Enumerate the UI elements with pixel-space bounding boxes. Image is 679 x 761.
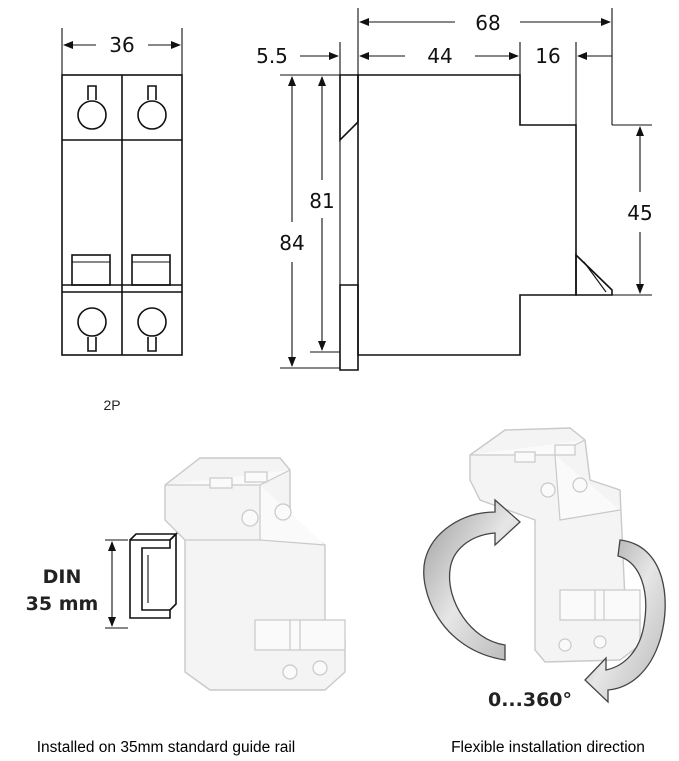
din-label-line2: 35 mm: [26, 593, 99, 615]
screw-hole-icon: [77, 307, 107, 352]
rotation-caption: Flexible installation direction: [451, 739, 645, 756]
body-depth-dim: 44: [427, 44, 452, 68]
screw-hole-icon: [137, 85, 167, 130]
din-caption: Installed on 35mm standard guide rail: [37, 739, 295, 756]
front-depth-dim: 16: [535, 44, 560, 68]
total-depth-dim: 68: [475, 11, 500, 35]
din-rail-illustration: DIN 35 mm: [26, 457, 346, 691]
rotate-arrow-icon: [584, 539, 666, 704]
front-height-dim: 45: [627, 201, 652, 225]
inner-height-dim: 81: [309, 189, 334, 213]
screw-hole-icon: [137, 307, 167, 352]
rail-offset-dim: 5.5: [256, 44, 288, 68]
pole-label: 2P: [103, 397, 120, 413]
total-height-dim: 84: [279, 231, 304, 255]
din-label-line1: DIN: [43, 566, 82, 588]
rotate-arrow-icon: [423, 498, 521, 661]
rotation-illustration: 0...360°: [423, 427, 666, 711]
screw-hole-icon: [77, 85, 107, 130]
front-width-dim: 36: [109, 33, 134, 57]
front-view: 36 2P: [61, 28, 183, 413]
side-view: 68 5.5 44 16 84 81: [256, 8, 653, 371]
angle-label: 0...360°: [488, 689, 572, 711]
